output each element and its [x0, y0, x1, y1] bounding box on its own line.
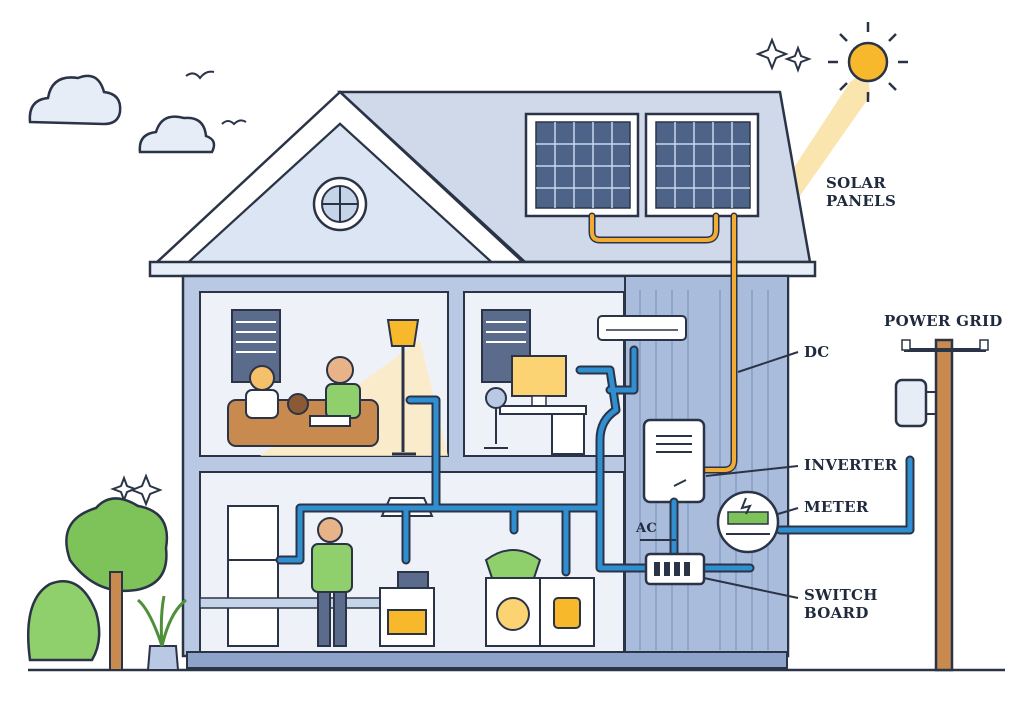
switch-board-device — [644, 552, 706, 586]
solar-panels-label: SOLAR PANELS — [826, 174, 896, 210]
switch-board-label-line2: BOARD — [804, 604, 869, 622]
tree-illustration — [26, 497, 187, 671]
attic-window — [312, 176, 368, 232]
switch-board-label: SWITCH BOARD — [804, 586, 878, 622]
living-room — [227, 309, 448, 456]
bird-icon — [185, 70, 247, 126]
ac-label: AC — [636, 521, 658, 536]
switch-board-label-line1: SWITCH — [804, 586, 878, 604]
power-grid-pole — [894, 338, 989, 672]
solar-panels-label-line1: SOLAR — [826, 174, 887, 192]
inverter-device — [642, 418, 706, 504]
dc-label: DC — [804, 343, 830, 361]
meter-device — [716, 490, 780, 554]
meter-label: METER — [804, 498, 869, 516]
sparkle-icon — [110, 37, 812, 507]
office-room — [481, 309, 687, 455]
solar-panels-label-line2: PANELS — [826, 192, 897, 210]
cloud-icon — [28, 74, 216, 154]
inverter-label: INVERTER — [804, 456, 898, 474]
power-grid-label: POWER GRID — [884, 312, 1003, 330]
ac-energy-flow — [275, 345, 915, 577]
sun-icon — [828, 22, 908, 102]
dc-wire — [588, 212, 738, 474]
leader-lines — [640, 351, 799, 599]
kitchen-laundry-room — [199, 497, 595, 647]
solar-panels — [524, 112, 760, 218]
